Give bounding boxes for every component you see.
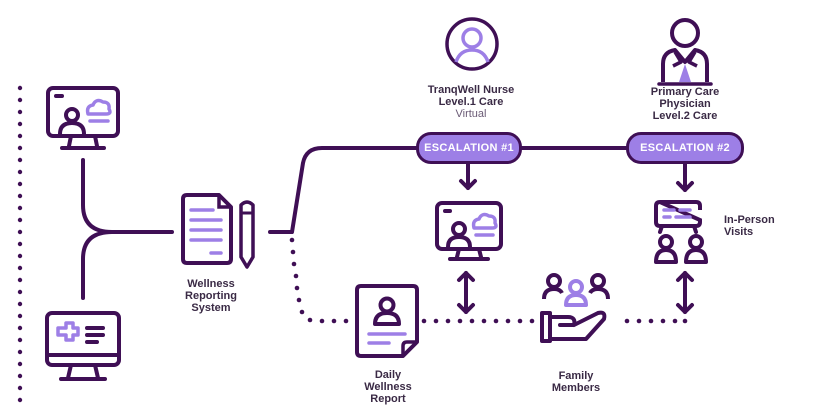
wellness-reporting-line-2: Reporting xyxy=(185,290,237,302)
escalation-2-label: ESCALATION #2 xyxy=(640,142,730,154)
wellness-reporting-label: Wellness Reporting System xyxy=(176,278,246,314)
arrow-down-escalation-1 xyxy=(459,158,477,190)
nurse-level: Level.1 Care xyxy=(438,96,504,108)
physician-title-line-1: Primary Care xyxy=(650,86,720,98)
nurse-label: TranqWell Nurse Level.1 Care Virtual xyxy=(406,84,536,120)
monitor-medical-cross-icon xyxy=(45,311,121,381)
escalation-2-badge: ESCALATION #2 xyxy=(626,132,744,164)
dotted-connector-bottom xyxy=(289,237,688,324)
chat-people-icon xyxy=(654,199,708,264)
escalation-1-label: ESCALATION #1 xyxy=(424,142,514,154)
arrow-bidirectional-in-person xyxy=(676,271,694,314)
physician-title-line-2: Physician xyxy=(659,98,711,110)
physician-label: Primary Care Physician Level.2 Care xyxy=(620,86,750,122)
monitor-person-cloud-icon xyxy=(435,201,503,261)
in-person-visits-label: In-Person Visits xyxy=(724,214,794,238)
document-pencil-icon xyxy=(181,193,255,269)
person-circle-icon xyxy=(445,17,499,71)
daily-report-line-3: Report xyxy=(370,393,406,405)
wellness-reporting-line-3: System xyxy=(191,302,231,314)
daily-report-line-2: Wellness xyxy=(364,381,412,393)
family-members-line-1: Family xyxy=(558,370,594,382)
escalation-1-badge: ESCALATION #1 xyxy=(416,132,522,164)
family-members-label: Family Members xyxy=(538,370,614,394)
daily-report-line-1: Daily xyxy=(374,369,402,381)
nurse-title: TranqWell Nurse xyxy=(427,84,515,96)
in-person-visits-line-1: In-Person xyxy=(724,214,775,226)
left-dotted-divider xyxy=(17,85,23,403)
arrow-bidirectional-virtual xyxy=(457,271,475,314)
wellness-reporting-line-1: Wellness xyxy=(187,278,235,290)
family-hand-icon xyxy=(540,273,610,343)
nurse-mode: Virtual xyxy=(455,108,487,120)
connector-devices-to-reporting xyxy=(81,158,174,300)
daily-report-label: Daily Wellness Report xyxy=(350,369,426,405)
connector-reporting-to-escalation xyxy=(268,146,422,234)
family-members-line-2: Members xyxy=(551,382,601,394)
person-document-icon xyxy=(355,284,419,358)
monitor-person-cloud-icon xyxy=(46,86,120,150)
arrow-down-escalation-2 xyxy=(676,158,694,192)
in-person-visits-line-2: Visits xyxy=(724,226,754,238)
physician-level: Level.2 Care xyxy=(652,110,718,122)
physician-icon xyxy=(657,18,713,86)
